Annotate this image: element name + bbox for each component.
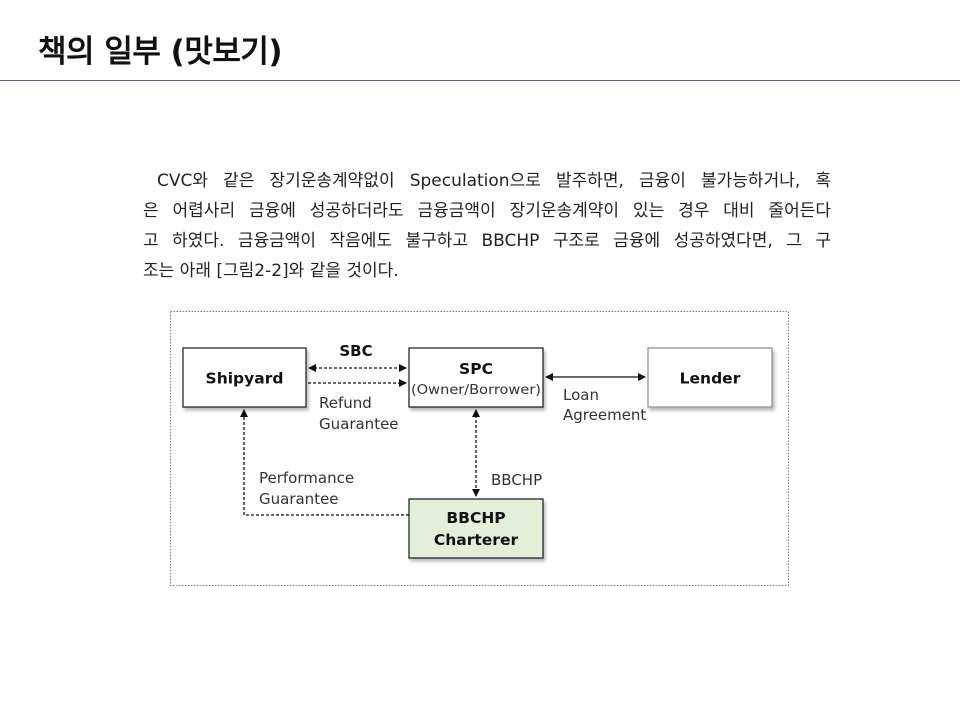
- spc-label: SPC: [459, 360, 493, 378]
- shipyard-box: Shipyard: [182, 347, 307, 408]
- charterer-label-line2: Charterer: [434, 531, 519, 549]
- spc-box: SPC (Owner/Borrower): [408, 347, 544, 408]
- lender-box: Lender: [647, 347, 773, 408]
- body-line-1: CVC와 같은 장기운송계약없이 Speculation으로 발주하면, 금융이…: [157, 171, 831, 191]
- performance-guarantee-arrow: [240, 409, 409, 516]
- charterer-label-line1: BBCHP: [446, 509, 505, 527]
- lender-label: Lender: [680, 370, 741, 388]
- body-line-4: 조는 아래 [그림2-2]와 같을 것이다.: [143, 261, 399, 281]
- refund-guarantee-label-line1: Refund: [319, 394, 372, 412]
- loan-agreement-label-line1: Loan: [563, 386, 599, 404]
- refund-guarantee-label-line2: Guarantee: [319, 415, 399, 433]
- body-line-3: 고 하였다. 금융금액이 작음에도 불구하고 BBCHP 구조로 금융에 성공하…: [143, 231, 831, 251]
- sbc-label: SBC: [339, 342, 372, 360]
- body-line-2: 은 어렵사리 금융에 성공하더라도 금융금액이 장기운송계약이 있는 경우 대비…: [143, 201, 831, 221]
- spc-sublabel: (Owner/Borrower): [411, 383, 541, 398]
- title-divider: [0, 80, 960, 81]
- diagram-frame: [170, 311, 789, 586]
- performance-guarantee-label-line1: Performance: [259, 469, 354, 487]
- bbchp-label: BBCHP: [491, 471, 542, 489]
- charterer-box: BBCHP Charterer: [408, 498, 544, 559]
- performance-guarantee-label-line2: Guarantee: [259, 490, 339, 508]
- loan-agreement-label-line2: Agreement: [563, 406, 646, 424]
- body-paragraph: CVC와 같은 장기운송계약없이 Speculation으로 발주하면, 금융이…: [143, 166, 831, 286]
- shipyard-label: Shipyard: [206, 370, 284, 388]
- slide-title: 책의 일부 (맛보기): [38, 34, 283, 70]
